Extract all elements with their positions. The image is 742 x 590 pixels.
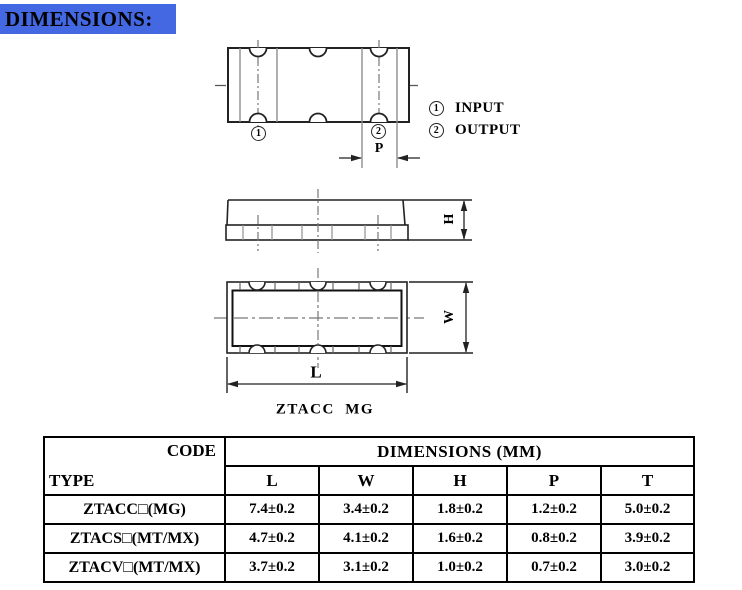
value-cell: 3.1±0.2 bbox=[318, 552, 414, 583]
legend-output-label: OUTPUT bbox=[455, 122, 521, 138]
value-cell: 1.8±0.2 bbox=[412, 494, 508, 525]
type-cell: ZTACV□(MT/MX) bbox=[43, 552, 226, 583]
value-cell: 3.9±0.2 bbox=[599, 523, 696, 554]
value-cell: 0.7±0.2 bbox=[506, 552, 602, 583]
side-view-drawing bbox=[225, 189, 472, 253]
value-cell: 4.7±0.2 bbox=[224, 523, 320, 554]
dimensions-mm-header: DIMENSIONS (MM) bbox=[223, 436, 696, 467]
terminal-2-icon: 2 bbox=[429, 123, 444, 138]
terminal-2-marker: 2 bbox=[371, 124, 386, 139]
code-type-corner-cell: CODE TYPE bbox=[43, 436, 226, 496]
page-title: DIMENSIONS: bbox=[5, 6, 153, 31]
value-cell: 0.8±0.2 bbox=[506, 523, 602, 554]
col-header-h: H bbox=[412, 465, 508, 496]
col-header-l: L bbox=[224, 465, 320, 496]
corner-type-label: TYPE bbox=[49, 471, 95, 490]
drawing-caption: ZTACC MG bbox=[275, 401, 375, 418]
type-cell: ZTACS□(MT/MX) bbox=[43, 523, 226, 554]
value-cell: 5.0±0.2 bbox=[599, 494, 696, 525]
col-header-p: P bbox=[506, 465, 602, 496]
col-header-w: W bbox=[318, 465, 414, 496]
bottom-view-drawing bbox=[214, 268, 473, 393]
table-header-row-2: L W H P T bbox=[44, 465, 696, 496]
table-row: ZTACC□(MG) 7.4±0.2 3.4±0.2 1.8±0.2 1.2±0… bbox=[43, 494, 696, 525]
table-row: ZTACS□(MT/MX) 4.7±0.2 4.1±0.2 1.6±0.2 0.… bbox=[43, 523, 696, 554]
dim-label-h: H bbox=[442, 213, 457, 225]
table-row: ZTACV□(MT/MX) 3.7±0.2 3.1±0.2 1.0±0.2 0.… bbox=[43, 552, 696, 583]
table-header-row-1: CODE TYPE DIMENSIONS (MM) bbox=[43, 436, 696, 496]
legend-input-label: INPUT bbox=[455, 100, 505, 116]
value-cell: 3.4±0.2 bbox=[318, 494, 414, 525]
dim-label-w: W bbox=[442, 310, 457, 324]
value-cell: 3.7±0.2 bbox=[224, 552, 320, 583]
dim-label-p: P bbox=[374, 141, 384, 156]
page-title-bar: DIMENSIONS: bbox=[0, 4, 176, 34]
type-cell: ZTACC□(MG) bbox=[43, 494, 226, 525]
value-cell: 1.6±0.2 bbox=[412, 523, 508, 554]
legend-input: 1 INPUT bbox=[429, 100, 504, 117]
legend-output: 2 OUTPUT bbox=[429, 122, 521, 139]
dimensions-table: CODE TYPE DIMENSIONS (MM) L W H P T ZTAC… bbox=[43, 436, 696, 583]
value-cell: 1.0±0.2 bbox=[412, 552, 508, 583]
value-cell: 4.1±0.2 bbox=[318, 523, 414, 554]
value-cell: 3.0±0.2 bbox=[599, 552, 696, 583]
value-cell: 7.4±0.2 bbox=[224, 494, 320, 525]
top-view-drawing bbox=[215, 40, 421, 168]
corner-code-label: CODE bbox=[166, 441, 216, 460]
terminal-1-icon: 1 bbox=[429, 101, 444, 116]
col-header-t: T bbox=[599, 465, 696, 496]
value-cell: 1.2±0.2 bbox=[506, 494, 602, 525]
terminal-1-marker: 1 bbox=[251, 126, 266, 141]
dim-label-l: L bbox=[310, 362, 322, 382]
